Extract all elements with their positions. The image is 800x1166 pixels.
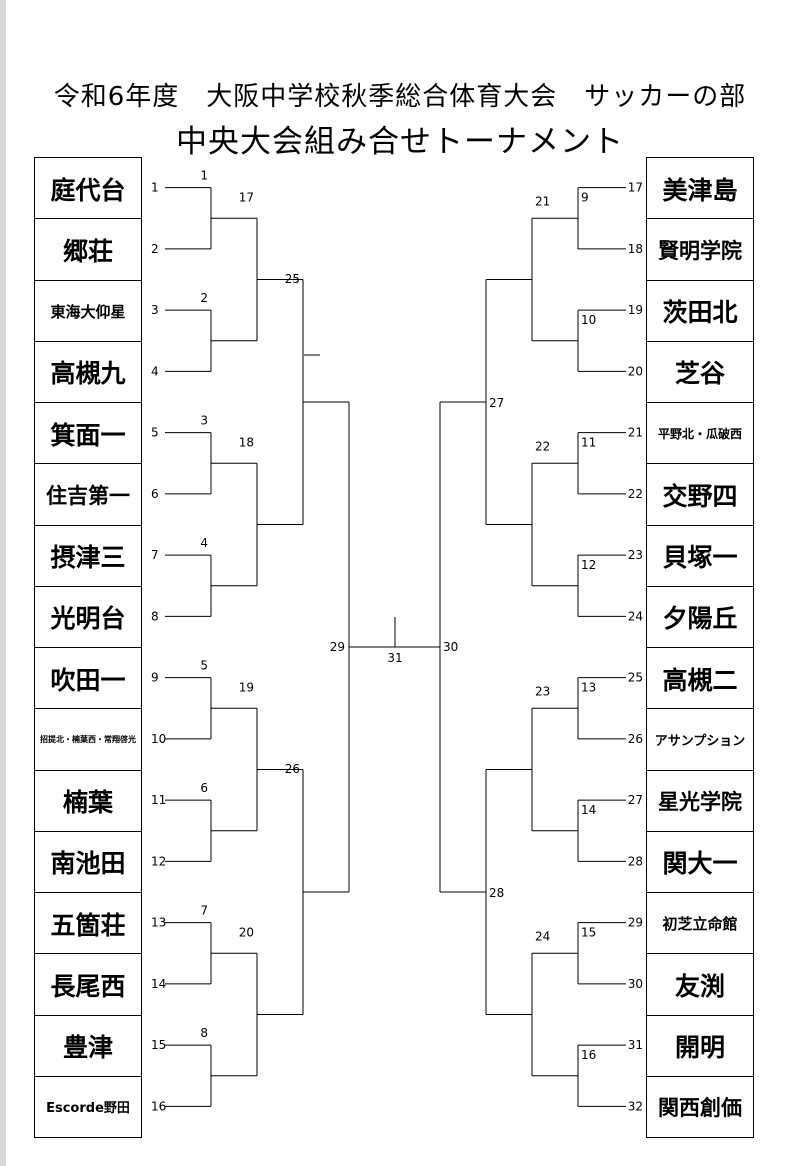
match-number: 25 [285, 272, 300, 286]
match-number: 29 [330, 640, 345, 654]
match-number: 11 [581, 435, 596, 449]
team-name: 招提北・楠葉西・常翔啓光 [34, 708, 142, 771]
seed-number: 7 [151, 548, 159, 562]
seed-number: 22 [628, 487, 643, 501]
seed-number: 21 [628, 426, 643, 440]
seed-number: 11 [151, 793, 166, 807]
team-name: 夕陽丘 [646, 585, 754, 648]
team-name: 美津島 [646, 157, 754, 220]
seed-number: 15 [151, 1038, 166, 1052]
seed-number: 31 [628, 1038, 643, 1052]
seed-number: 12 [151, 854, 166, 868]
seed-number: 5 [151, 426, 159, 440]
match-number: 13 [581, 680, 596, 694]
seed-number: 9 [151, 671, 159, 685]
seed-number: 20 [628, 364, 643, 378]
team-name: 貝塚一 [646, 524, 754, 587]
page-edge [0, 0, 6, 1166]
team-name: 開明 [646, 1014, 754, 1077]
seed-number: 27 [628, 793, 643, 807]
seed-number: 14 [151, 977, 166, 991]
seed-number: 1 [151, 181, 159, 195]
team-name: 住吉第一 [34, 463, 142, 526]
seed-number: 29 [628, 916, 643, 930]
team-name: 郷荘 [34, 218, 142, 281]
team-name: 高槻九 [34, 340, 142, 403]
seed-number: 23 [628, 548, 643, 562]
team-name: 関大一 [646, 830, 754, 893]
team-name: 南池田 [34, 830, 142, 893]
seed-number: 13 [151, 916, 166, 930]
seed-number: 3 [151, 303, 159, 317]
team-name: 五箇荘 [34, 892, 142, 955]
page-subtitle: 中央大会組み合せトーナメント [176, 124, 624, 160]
match-number: 1 [200, 168, 208, 182]
final-number: 31 [387, 651, 402, 665]
seed-number: 26 [628, 732, 643, 746]
match-number: 22 [535, 440, 550, 454]
team-name: 箕面一 [34, 402, 142, 465]
team-name: 交野四 [646, 463, 754, 526]
page-title: 令和6年度 大阪中学校秋季総合体育大会 サッカーの部 [53, 82, 747, 112]
match-number: 3 [200, 413, 208, 427]
match-number: 2 [200, 291, 208, 305]
seed-number: 32 [628, 1099, 643, 1113]
seed-number: 17 [628, 181, 643, 195]
match-number: 30 [443, 640, 458, 654]
team-name: アサンプション [646, 708, 754, 771]
team-name: 長尾西 [34, 953, 142, 1016]
match-number: 14 [581, 803, 596, 817]
team-name: Escorde野田 [34, 1075, 142, 1138]
match-number: 6 [200, 781, 208, 795]
match-number: 5 [200, 658, 208, 672]
team-name: 関西創価 [646, 1075, 754, 1138]
match-number: 24 [535, 930, 550, 944]
team-name: 豊津 [34, 1014, 142, 1077]
match-number: 28 [489, 886, 504, 900]
seed-number: 10 [151, 732, 166, 746]
seed-number: 25 [628, 671, 643, 685]
team-name: 東海大仰星 [34, 279, 142, 342]
team-name: 茨田北 [646, 279, 754, 342]
seed-number: 8 [151, 609, 159, 623]
team-name: 摂津三 [34, 524, 142, 587]
team-name: 友渕 [646, 953, 754, 1016]
seed-number: 4 [151, 364, 159, 378]
match-number: 19 [239, 681, 254, 695]
team-name: 高槻二 [646, 647, 754, 710]
seed-number: 2 [151, 242, 159, 256]
team-name: 庭代台 [34, 157, 142, 220]
match-number: 15 [581, 925, 596, 939]
seed-number: 6 [151, 487, 159, 501]
team-name: 星光学院 [646, 769, 754, 832]
seed-number: 30 [628, 977, 643, 991]
team-name: 吹田一 [34, 647, 142, 710]
match-number: 23 [535, 685, 550, 699]
match-number: 26 [285, 762, 300, 776]
seed-number: 28 [628, 854, 643, 868]
team-name: 賢明学院 [646, 218, 754, 281]
seed-number: 24 [628, 609, 643, 623]
match-number: 4 [200, 536, 208, 550]
match-number: 12 [581, 558, 596, 572]
team-name: 初芝立命館 [646, 892, 754, 955]
match-number: 7 [200, 903, 208, 917]
match-number: 8 [200, 1026, 208, 1040]
team-name: 楠葉 [34, 769, 142, 832]
seed-number: 19 [628, 303, 643, 317]
seed-number: 16 [151, 1099, 166, 1113]
match-number: 21 [535, 195, 550, 209]
team-name: 芝谷 [646, 340, 754, 403]
match-number: 27 [489, 396, 504, 410]
match-number: 10 [581, 313, 596, 327]
match-number: 9 [581, 190, 589, 204]
team-name: 光明台 [34, 585, 142, 648]
team-name: 平野北・瓜破西 [646, 402, 754, 465]
match-number: 18 [239, 436, 254, 450]
match-number: 17 [239, 191, 254, 205]
match-number: 20 [239, 926, 254, 940]
match-number: 16 [581, 1048, 596, 1062]
seed-number: 18 [628, 242, 643, 256]
